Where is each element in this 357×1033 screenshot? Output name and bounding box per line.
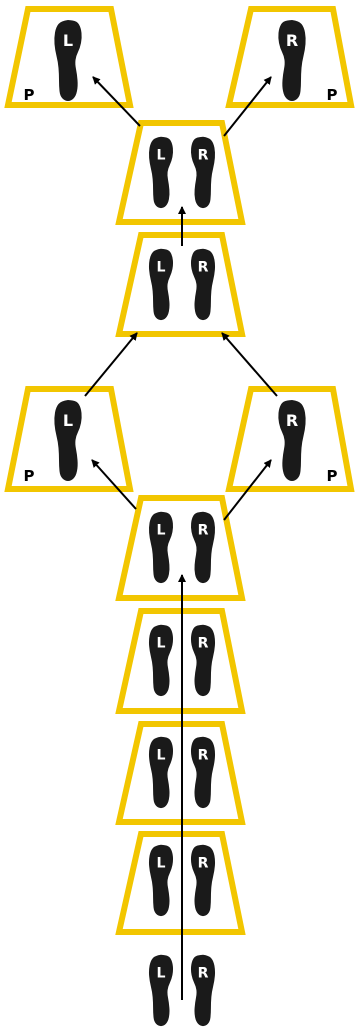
left-foot-icon: L <box>148 844 174 917</box>
footprint-sole-icon <box>148 136 174 209</box>
pivot-label: P <box>327 86 338 104</box>
arrow-icon <box>92 76 141 127</box>
footprint-sole-icon <box>148 844 174 917</box>
arrow-icon <box>221 332 278 397</box>
left-foot-icon: L <box>54 400 82 481</box>
arrow-icon <box>223 76 272 137</box>
step-box-5 <box>115 721 246 825</box>
left-foot-label: L <box>157 748 166 764</box>
step-box-1 <box>115 120 246 225</box>
footprint-sole-icon <box>148 954 174 1027</box>
footprint-sole-icon <box>190 736 216 809</box>
right-foot-label: R <box>286 411 298 430</box>
right-foot-label: R <box>198 748 209 764</box>
footprint-sole-icon <box>190 136 216 209</box>
arrow-icon <box>84 332 138 397</box>
right-foot-icon: R <box>190 248 216 321</box>
left-foot-icon: L <box>148 511 174 584</box>
right-foot-label: R <box>198 636 209 652</box>
right-foot-label: R <box>198 966 209 982</box>
footprint-sole-icon <box>190 844 216 917</box>
left-foot-label: L <box>157 148 166 164</box>
arrow-icon <box>223 459 272 521</box>
right-foot-icon: R <box>278 20 306 101</box>
pivot-label: P <box>327 467 338 485</box>
step-box-2 <box>115 232 246 337</box>
right-foot-label: R <box>198 856 209 872</box>
right-foot-label: R <box>198 260 209 276</box>
right-foot-label: R <box>286 31 298 50</box>
step-box-4 <box>115 608 246 714</box>
left-foot-icon: L <box>54 20 82 101</box>
footprint-sole-icon <box>278 20 306 101</box>
footprint-sole-icon <box>190 954 216 1027</box>
footprint-sole-icon <box>190 624 216 697</box>
left-foot-label: L <box>63 31 73 50</box>
footprint-sole-icon <box>54 400 82 481</box>
right-foot-icon: R <box>190 954 216 1027</box>
left-foot-label: L <box>157 260 166 276</box>
footprint-sole-icon <box>190 511 216 584</box>
pivot-label: P <box>24 467 35 485</box>
step-box-6 <box>115 831 246 935</box>
footprint-sole-icon <box>148 248 174 321</box>
footprint-sole-icon <box>148 511 174 584</box>
left-foot-label: L <box>157 856 166 872</box>
footprint-sole-icon <box>190 248 216 321</box>
footprint-sole-icon <box>148 736 174 809</box>
right-foot-icon: R <box>190 624 216 697</box>
right-foot-label: R <box>198 523 209 539</box>
left-foot-icon: L <box>148 954 174 1027</box>
right-foot-icon: R <box>190 511 216 584</box>
right-foot-icon: R <box>278 400 306 481</box>
right-foot-icon: R <box>190 736 216 809</box>
left-foot-icon: L <box>148 624 174 697</box>
right-foot-label: R <box>198 148 209 164</box>
left-foot-label: L <box>157 523 166 539</box>
left-foot-label: L <box>63 411 73 430</box>
right-foot-icon: R <box>190 136 216 209</box>
left-foot-icon: L <box>148 248 174 321</box>
right-foot-icon: R <box>190 844 216 917</box>
footprint-sole-icon <box>54 20 82 101</box>
pivot-label: P <box>24 86 35 104</box>
arrow-icon <box>91 459 137 510</box>
left-foot-label: L <box>157 966 166 982</box>
footprint-sole-icon <box>148 624 174 697</box>
left-foot-label: L <box>157 636 166 652</box>
left-foot-icon: L <box>148 736 174 809</box>
footprint-sole-icon <box>278 400 306 481</box>
left-foot-icon: L <box>148 136 174 209</box>
step-box-3 <box>115 495 246 601</box>
